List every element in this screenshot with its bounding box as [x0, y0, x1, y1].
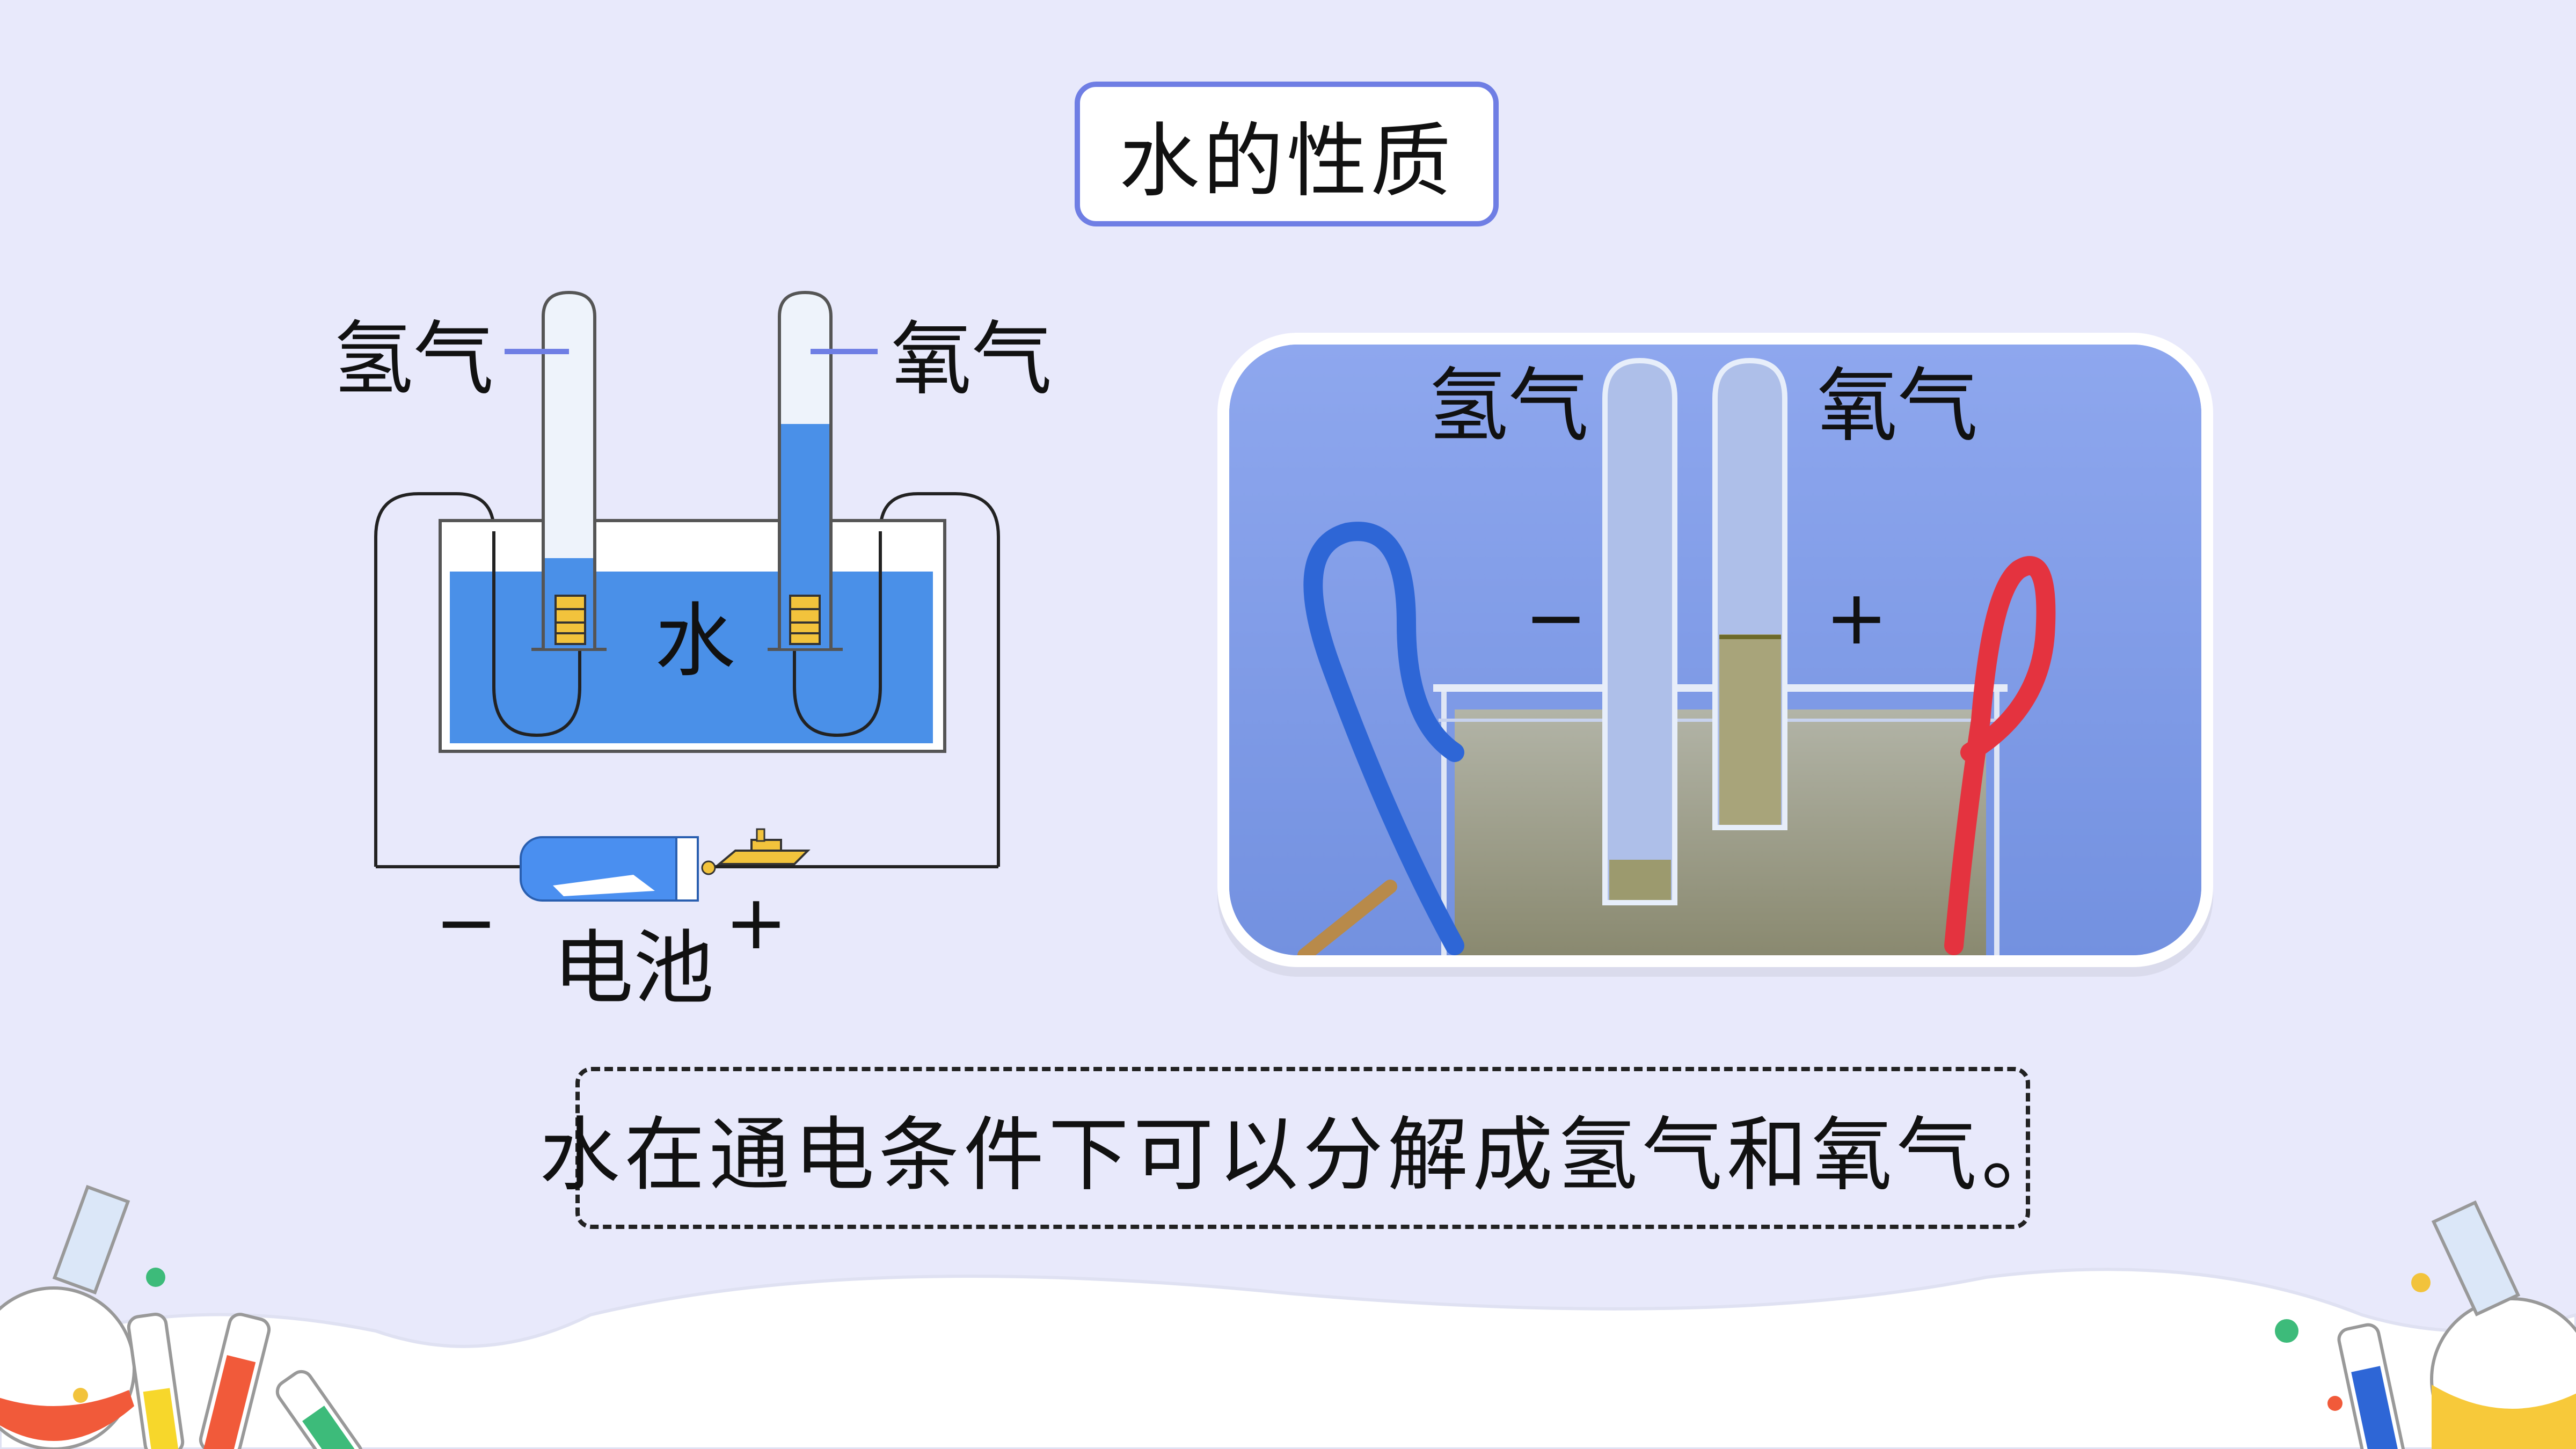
electrolysis-schematic — [374, 290, 1000, 902]
oxygen-tube — [1712, 357, 1787, 830]
flask-icon — [2430, 1200, 2576, 1449]
diagram-battery-label: 电池 — [553, 922, 714, 1015]
conclusion-text: 水在通电条件下可以分解成氢气和氧气。 — [539, 1108, 2067, 1202]
diagram-hydrogen-label: 氢气 — [333, 313, 494, 406]
conclusion-box: 水在通电条件下可以分解成氢气和氧气。 — [539, 1067, 2062, 1229]
right-inner-wire — [793, 531, 882, 737]
photo-hydrogen-label: 氢气 — [1428, 360, 1589, 453]
photo-plus-sign: + — [1825, 574, 1888, 662]
switch-icon — [716, 828, 811, 865]
right-wire — [879, 492, 1000, 867]
blue-wire — [1303, 522, 1464, 955]
experiment-photo: 氢气 氧气 − + — [1217, 333, 2213, 967]
battery-icon — [520, 836, 716, 902]
electrolysis-diagram: 氢气 氧气 水 电池 − + — [311, 279, 1090, 1020]
experiment-illustration — [1229, 345, 2201, 955]
photo-minus-sign: − — [1524, 574, 1588, 662]
oxygen-electrode — [789, 595, 821, 645]
diagram-oxygen-label: 氧气 — [891, 313, 1053, 406]
diagram-minus-sign: − — [435, 879, 498, 967]
test-tube-icon — [127, 1312, 363, 1449]
photo-oxygen-label: 氧气 — [1817, 360, 1979, 453]
slide-title-text: 水的性质 — [1119, 114, 1454, 208]
slide-title: 水的性质 — [1075, 82, 1499, 226]
decorative-footer — [0, 1184, 2576, 1449]
water — [450, 572, 933, 743]
left-wire — [374, 492, 495, 867]
red-wire — [1944, 556, 2056, 955]
diagram-plus-sign: + — [725, 879, 788, 967]
hydrogen-electrode — [554, 595, 586, 645]
left-inner-wire — [492, 531, 581, 737]
test-tube-icon — [2337, 1323, 2405, 1449]
diagram-water-label: 水 — [655, 595, 736, 688]
hydrogen-tube — [1602, 357, 1677, 905]
flask-icon — [0, 1184, 136, 1449]
